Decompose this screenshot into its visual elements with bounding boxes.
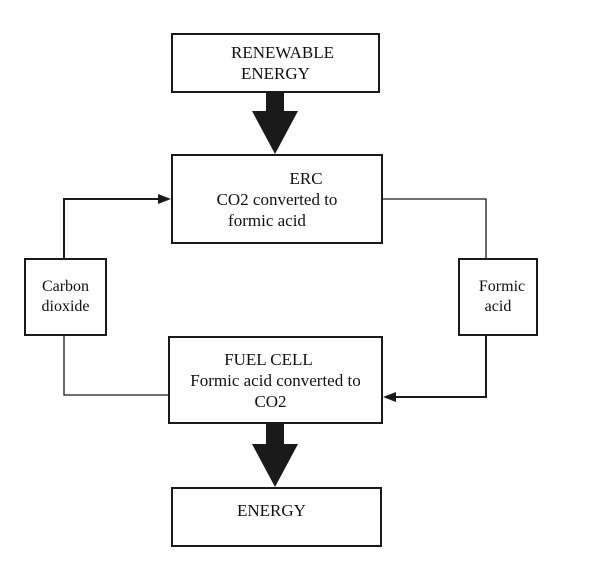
- carbon-dioxide-box: Carbon dioxide: [24, 258, 107, 336]
- renewable-energy-label-line1: RENEWABLE: [231, 43, 334, 62]
- arrow-fuelcell-to-energy: [252, 424, 298, 487]
- fuel-cell-description-line2: CO2: [254, 391, 287, 411]
- fuel-cell-box: FUEL CELL Formic acid converted to CO2: [168, 336, 383, 424]
- renewable-energy-box: RENEWABLE ENERGY: [171, 33, 380, 93]
- erc-description-line2: formic acid: [228, 210, 306, 230]
- formic-acid-box: Formic acid: [458, 258, 538, 336]
- connector-formic-acid-loop: [383, 198, 487, 402]
- fuel-cell-title: FUEL CELL: [224, 349, 313, 369]
- carbon-dioxide-label-line1: Carbon: [41, 278, 90, 295]
- formic-acid-label-line1: Formic: [478, 278, 526, 295]
- formic-acid-label-line2: acid: [484, 298, 512, 315]
- connector-carbon-dioxide-loop: [63, 194, 171, 396]
- energy-box: ENERGY: [171, 487, 382, 547]
- fuel-cell-description-line1: Formic acid converted to: [190, 370, 361, 390]
- arrow-renewable-to-erc: [252, 93, 298, 154]
- erc-description-line1: CO2 converted to: [216, 189, 338, 209]
- carbon-dioxide-label-line2: dioxide: [41, 298, 90, 315]
- renewable-energy-label-line2: ENERGY: [241, 64, 310, 83]
- erc-box: ERC CO2 converted to formic acid: [171, 154, 383, 244]
- energy-label: ENERGY: [237, 500, 306, 520]
- erc-title: ERC: [289, 168, 323, 188]
